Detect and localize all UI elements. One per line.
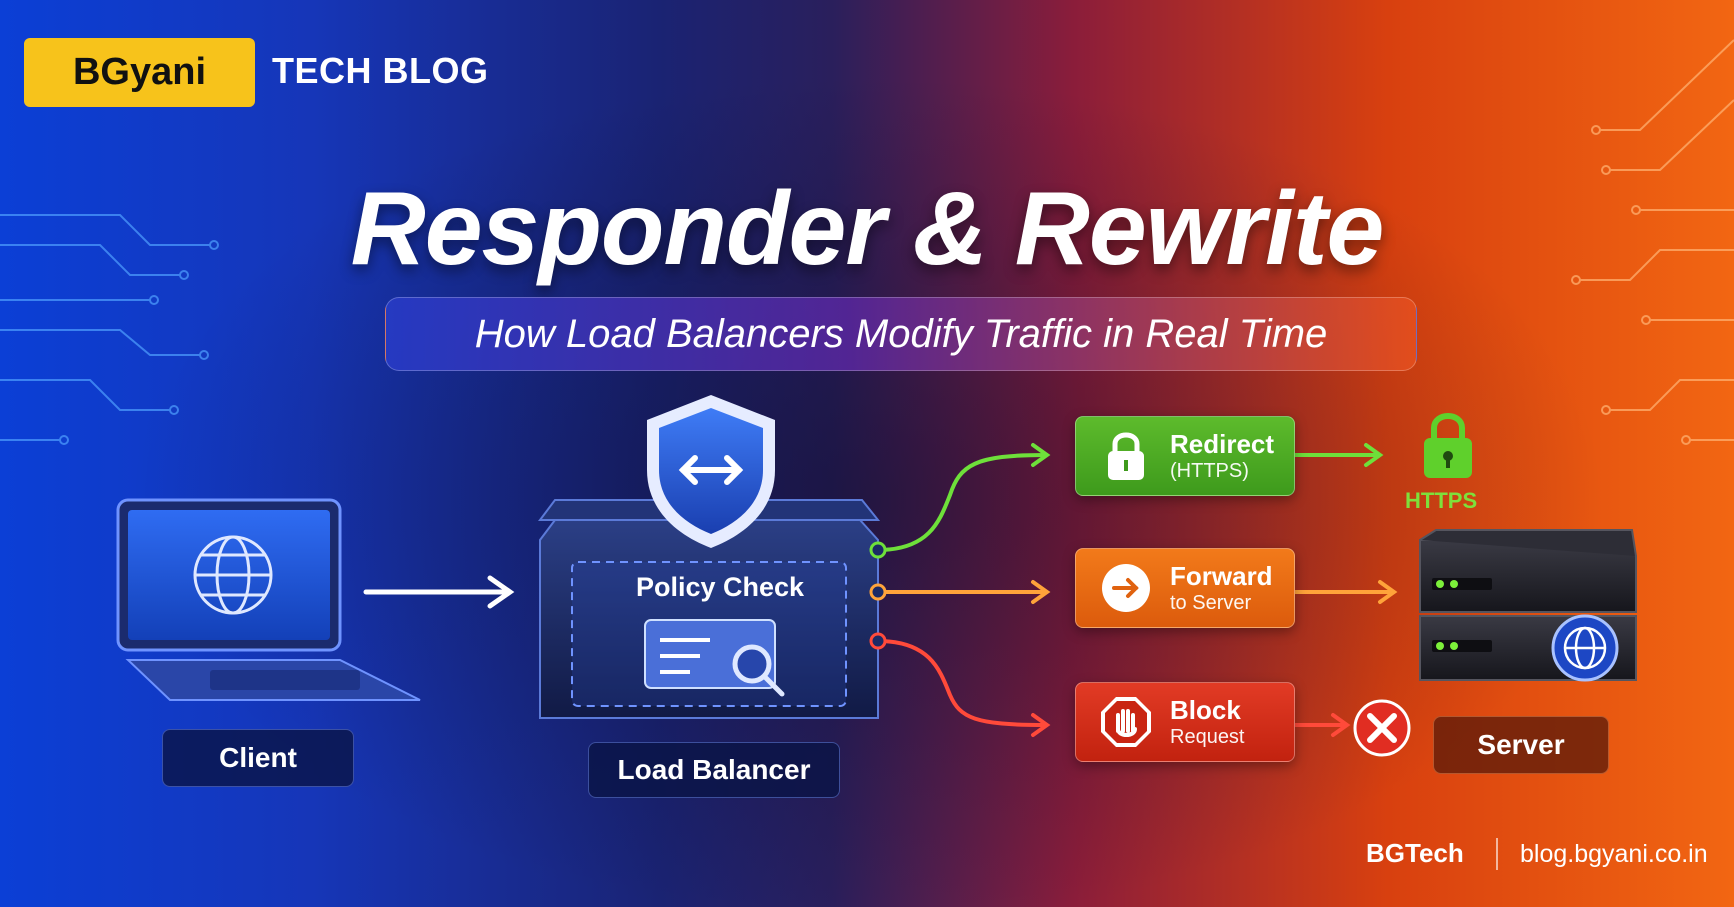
server-label: Server	[1433, 716, 1609, 774]
https-lock-icon	[1424, 413, 1472, 478]
redirect-detail: (HTTPS)	[1170, 460, 1249, 482]
forward-port	[869, 583, 887, 601]
brand-tagline: TECH BLOG	[272, 50, 489, 91]
redirect-port	[869, 541, 887, 559]
brand-logo[interactable]: BGyani	[24, 38, 255, 107]
block-action: Block Request	[1075, 682, 1295, 762]
https-label: HTTPS	[1405, 488, 1478, 513]
block-detail: Request	[1170, 726, 1245, 748]
policy-check-label: Policy Check	[635, 572, 805, 602]
forward-detail: to Server	[1170, 592, 1252, 614]
load-balancer-label: Load Balancer	[588, 742, 840, 798]
redirect-action: Redirect (HTTPS)	[1075, 416, 1295, 496]
client-label: Client	[162, 729, 354, 787]
page-title: Responder & Rewrite	[350, 171, 1385, 287]
forward-action: Forward to Server	[1075, 548, 1295, 628]
block-connector	[876, 639, 1351, 737]
circuit-right-decor	[1571, 39, 1734, 445]
server-globe-icon	[1551, 614, 1619, 682]
globe-icon	[193, 535, 273, 615]
redirect-title: Redirect	[1170, 429, 1275, 459]
forward-connector	[876, 580, 1398, 604]
block-port	[869, 632, 887, 650]
blocked-x-icon	[1353, 699, 1411, 757]
magnifier-icon	[732, 644, 785, 697]
arrow-right-icon	[1098, 560, 1154, 616]
lock-icon	[1098, 428, 1154, 484]
footer-divider	[1496, 838, 1498, 870]
page-subtitle: How Load Balancers Modify Traffic in Rea…	[385, 297, 1417, 371]
redirect-connector	[876, 443, 1384, 552]
footer-brand: BGTech	[1366, 838, 1464, 868]
stop-hand-icon	[1098, 694, 1154, 750]
laptop-icon	[116, 498, 421, 701]
client-to-lb-arrow	[363, 575, 515, 609]
block-title: Block	[1170, 695, 1241, 725]
circuit-left-decor	[0, 214, 219, 445]
forward-title: Forward	[1170, 561, 1273, 591]
shield-icon	[647, 395, 775, 548]
footer-url-link[interactable]: blog.bgyani.co.in	[1520, 840, 1708, 868]
